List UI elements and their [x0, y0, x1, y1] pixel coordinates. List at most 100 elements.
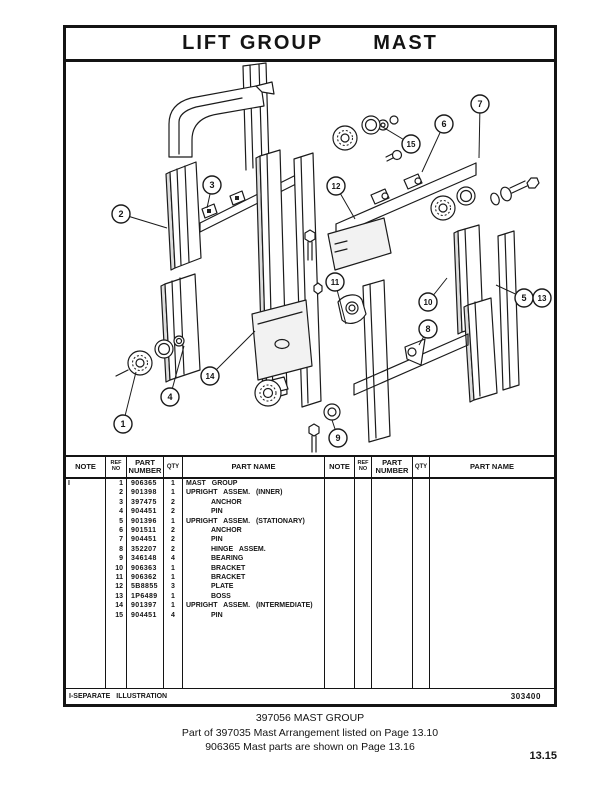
cell-ref: [106, 620, 127, 688]
cell-part: [372, 488, 413, 498]
callout-number: 9: [335, 433, 340, 443]
callout-balloon: [325, 272, 345, 292]
cell-part: 352207: [127, 544, 164, 555]
cell-ref: 2: [106, 488, 127, 498]
cell-name: [430, 554, 554, 563]
cell-name: PLATE: [183, 582, 325, 592]
cell-name: BRACKET: [183, 573, 325, 583]
cell-qty: [413, 610, 430, 621]
cell-qty: [413, 591, 430, 602]
callout-number: 12: [332, 182, 341, 191]
callout-number: 13: [538, 294, 547, 303]
cell-part: 904451: [127, 610, 164, 621]
cell-ref: [355, 591, 372, 602]
cell-name: UPRIGHT ASSEM. (INTERMEDIATE): [183, 601, 325, 611]
callout-number: 3: [209, 180, 214, 190]
cell-name: [430, 592, 554, 601]
cell-note: [325, 601, 355, 611]
cell-part: [372, 554, 413, 564]
center-lower-rail: [362, 279, 391, 443]
cell-part: 346148: [127, 554, 164, 564]
lower-crossbar-shape: [353, 333, 469, 396]
cell-ref: [355, 620, 372, 688]
footer-note-line-1: 397056 MAST GROUP: [255, 712, 365, 724]
cell-ref: 7: [106, 535, 127, 545]
cell-ref: [355, 601, 372, 611]
cell-qty: [413, 573, 430, 583]
cell-name: UPRIGHT ASSEM. (STATIONARY): [183, 516, 325, 527]
cell-note: [66, 497, 106, 508]
page-number: 13.15: [529, 750, 557, 762]
cell-part: [372, 535, 413, 545]
cell-note: [66, 573, 106, 583]
leader-line: [209, 330, 256, 377]
cell-qty: 2: [164, 544, 183, 555]
cell-note: [66, 554, 106, 564]
header-part-name-left: PART NAME: [183, 457, 325, 477]
callout-balloon: [113, 414, 133, 434]
cell-part: 901398: [127, 488, 164, 498]
cell-name: [430, 479, 554, 488]
cell-note: [66, 488, 106, 498]
upper-mast-rails: [242, 62, 270, 171]
cell-ref: 4: [106, 507, 127, 517]
cell-note: [66, 507, 106, 517]
cell-ref: 11: [106, 573, 127, 583]
callout-balloon: [532, 288, 552, 308]
cell-name: [430, 507, 554, 516]
cell-qty: [413, 479, 430, 489]
cell-ref: [355, 488, 372, 498]
cell-ref: 8: [106, 544, 127, 555]
cell-part: [372, 573, 413, 583]
cell-note: [66, 601, 106, 611]
cell-name: MAST GROUP: [183, 479, 325, 489]
cell-qty: 4: [164, 610, 183, 621]
table-filler-row: [66, 620, 554, 688]
cell-ref: [355, 563, 372, 574]
cell-note: [325, 544, 355, 555]
cell-note: [325, 573, 355, 583]
footer-notes: 397056 MAST GROUP Part of 397035 Mast Ar…: [63, 711, 557, 755]
cell-note: I: [66, 479, 106, 489]
cell-part: [372, 620, 413, 688]
cell-ref: [355, 516, 372, 527]
cell-qty: 1: [164, 601, 183, 611]
cell-ref: [355, 573, 372, 583]
cell-qty: 1: [164, 591, 183, 602]
title-bar: LIFT GROUP MAST: [66, 28, 554, 62]
cell-note: [325, 591, 355, 602]
callout-number: 8: [425, 324, 430, 334]
cell-qty: 2: [164, 535, 183, 545]
header-note-right: NOTE: [325, 457, 355, 477]
callout-number: 5: [521, 293, 526, 303]
cell-name: ANCHOR: [183, 497, 325, 508]
cell-note: [66, 535, 106, 545]
cell-ref: 10: [106, 563, 127, 574]
anchor-bar-shape: [199, 167, 311, 233]
cell-name: [430, 488, 554, 497]
cell-qty: 1: [164, 563, 183, 574]
cell-part: 906362: [127, 573, 164, 583]
cell-note: [66, 563, 106, 574]
cell-qty: [413, 488, 430, 498]
callout-balloon: [401, 134, 421, 154]
cell-ref: 13: [106, 591, 127, 602]
cell-ref: [355, 507, 372, 517]
title-mast: MAST: [373, 32, 438, 54]
cell-qty: 2: [164, 497, 183, 508]
cell-part: [372, 516, 413, 527]
cell-name: PIN: [183, 507, 325, 517]
cell-qty: 2: [164, 526, 183, 536]
cell-qty: 1: [164, 573, 183, 583]
cell-qty: 3: [164, 582, 183, 592]
cell-part: 397475: [127, 497, 164, 508]
cell-note: [325, 582, 355, 592]
